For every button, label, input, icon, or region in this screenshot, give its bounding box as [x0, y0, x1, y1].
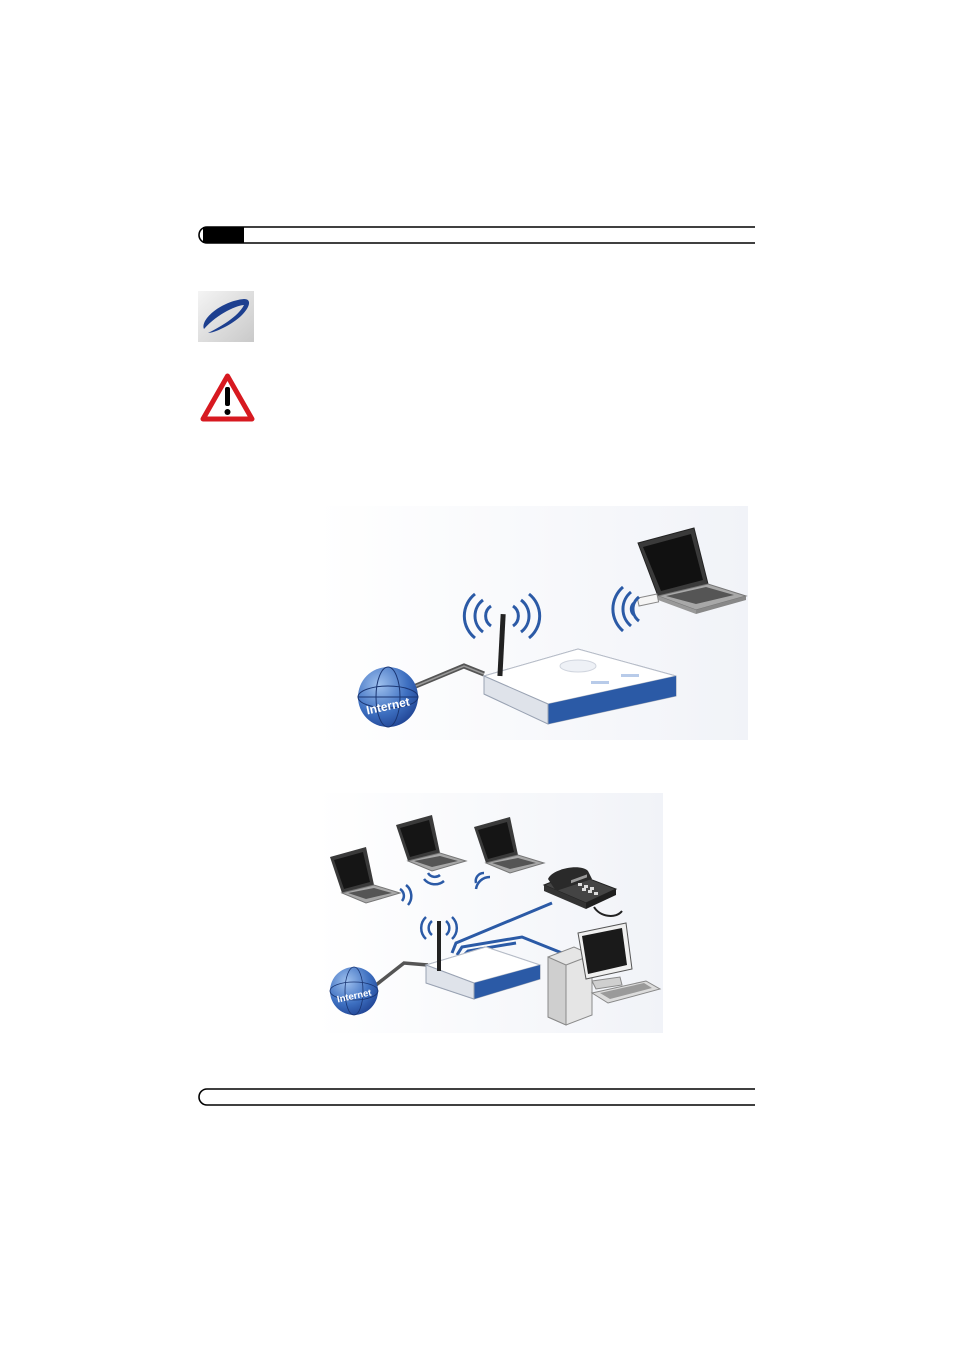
- figure-home-network: Internet: [316, 793, 663, 1033]
- footer-bar: [198, 1088, 755, 1107]
- internet-globe: Internet: [330, 967, 378, 1015]
- note-swoosh-icon: [198, 291, 254, 342]
- figure-router-laptop: Internet: [316, 506, 748, 740]
- internet-globe: Internet: [358, 667, 418, 727]
- router-antenna: [437, 921, 441, 971]
- header-bar: [198, 226, 755, 245]
- page-number-tab: [203, 227, 244, 243]
- warning-triangle-icon: [200, 373, 255, 423]
